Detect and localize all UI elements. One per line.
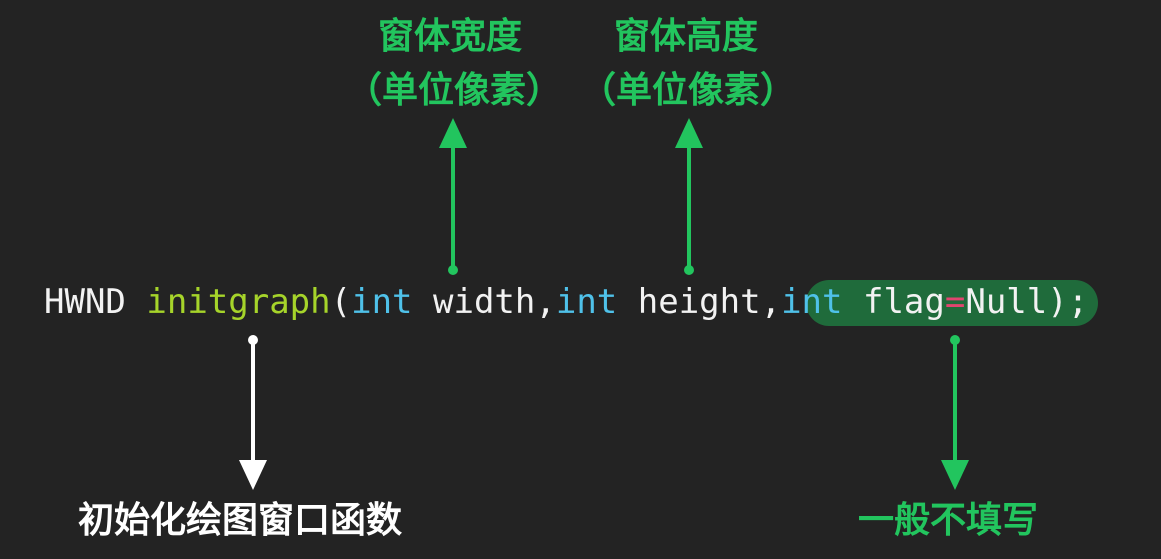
param3-name: flag	[862, 282, 945, 322]
function-name: initgraph	[146, 282, 331, 322]
width-arrow	[439, 118, 467, 275]
close-paren-semicolon: );	[1047, 282, 1089, 322]
param3-default: Null	[965, 282, 1048, 322]
flag-arrow	[941, 335, 969, 490]
param3-type: int	[781, 282, 843, 322]
height-arrow	[675, 118, 703, 275]
space	[126, 282, 146, 322]
return-type: HWND	[44, 282, 126, 322]
param2-name: height	[637, 282, 761, 322]
comma: ,	[760, 282, 782, 322]
comma: ,	[535, 282, 556, 322]
width-title-label: 窗体宽度	[378, 15, 523, 57]
height-unit-label: （单位像素）	[580, 69, 797, 111]
param3-equals: =	[944, 282, 966, 322]
flag-desc-label: 一般不填写	[858, 499, 1039, 541]
param1-name: width	[433, 282, 536, 322]
space	[413, 282, 433, 322]
param2-type: int	[555, 282, 618, 322]
function-signature: HWND initgraph(int width,int height,int …	[44, 282, 1088, 322]
param1-type: int	[351, 282, 413, 322]
open-paren: (	[330, 282, 352, 322]
space	[842, 282, 862, 322]
flag-param-highlight	[806, 280, 1098, 326]
height-title-label: 窗体高度	[614, 15, 759, 57]
space	[617, 282, 637, 322]
function-arrow	[239, 335, 267, 490]
width-unit-label: （单位像素）	[346, 69, 563, 111]
function-desc-label: 初始化绘图窗口函数	[78, 499, 403, 541]
